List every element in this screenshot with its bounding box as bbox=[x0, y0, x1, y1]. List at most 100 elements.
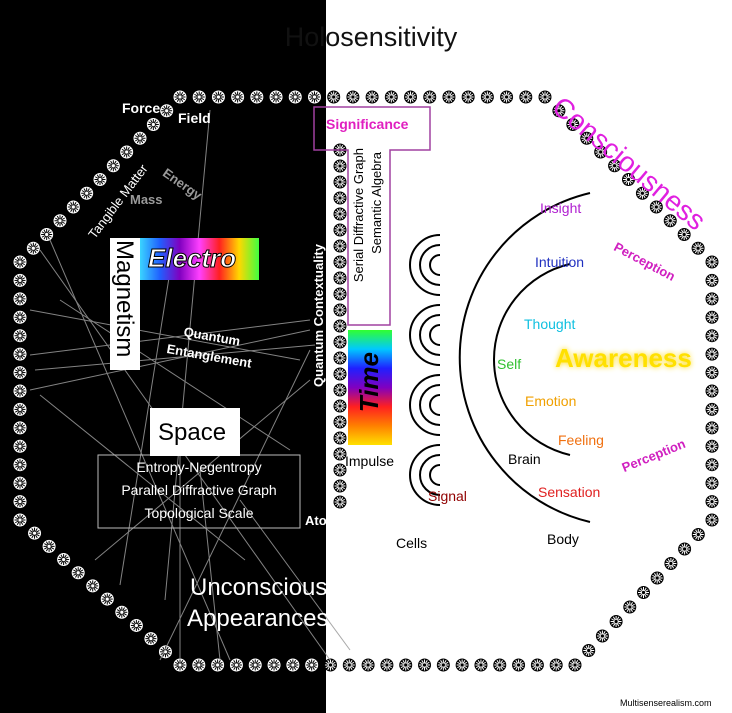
connection-line bbox=[94, 379, 311, 561]
octagon-symbol bbox=[580, 131, 594, 145]
octagon-symbol bbox=[333, 367, 347, 381]
octagon-symbol bbox=[678, 542, 692, 556]
octagon-symbol bbox=[594, 145, 608, 159]
octagon-symbol bbox=[664, 557, 678, 570]
octagon-symbol bbox=[13, 458, 27, 472]
octagon-symbol bbox=[13, 402, 27, 416]
self-label: Self bbox=[497, 356, 522, 372]
connection-line bbox=[59, 299, 291, 451]
octagon-symbol bbox=[53, 214, 67, 228]
octagon-symbol bbox=[622, 173, 635, 186]
octagon-symbol bbox=[399, 658, 413, 672]
significance-outline bbox=[313, 106, 431, 326]
octagon-symbol bbox=[288, 90, 302, 104]
octagon-symbol bbox=[333, 447, 347, 461]
octagon-symbol bbox=[436, 658, 450, 672]
connection-line bbox=[34, 344, 316, 371]
octagon-symbol bbox=[327, 90, 341, 104]
connection-line bbox=[199, 469, 221, 661]
octagon-symbol bbox=[418, 658, 432, 672]
octagon-symbol bbox=[705, 292, 719, 306]
octagon-symbol bbox=[229, 658, 243, 672]
body-label: Body bbox=[547, 531, 579, 547]
significance-label: Significance bbox=[326, 116, 409, 132]
octagon-symbol bbox=[333, 479, 347, 493]
octagon-symbol bbox=[211, 658, 225, 672]
magnetism-box bbox=[110, 238, 140, 370]
octagon-symbol bbox=[13, 273, 27, 287]
body-arc bbox=[458, 192, 591, 523]
octagon-symbol bbox=[26, 241, 40, 255]
field-label: Field bbox=[178, 110, 211, 126]
octagon-symbol bbox=[86, 579, 100, 593]
octagon-symbol bbox=[650, 571, 664, 585]
connection-line bbox=[29, 319, 311, 356]
octagon-symbol bbox=[705, 310, 719, 324]
octagon-symbol bbox=[455, 658, 469, 672]
impulse-label: Impulse bbox=[345, 453, 395, 469]
octagon-symbol bbox=[380, 658, 394, 672]
octagon-symbol bbox=[637, 586, 650, 599]
octagon-symbol bbox=[333, 383, 347, 397]
octagon-symbol bbox=[365, 90, 379, 104]
octagon-symbol bbox=[512, 658, 526, 672]
octagon-symbol bbox=[13, 495, 27, 509]
octagon-symbol bbox=[13, 476, 27, 490]
octagon-symbol bbox=[461, 90, 475, 104]
octagon-symbol bbox=[691, 528, 705, 541]
credit-label: Multisenserealism.com bbox=[620, 698, 712, 708]
octagon-symbol bbox=[480, 90, 494, 104]
octagon-symbol bbox=[333, 255, 347, 269]
octagon-symbol bbox=[333, 351, 347, 365]
octagon-symbol bbox=[323, 658, 337, 672]
octagon-symbol bbox=[566, 118, 580, 131]
octagon-symbol bbox=[705, 513, 719, 527]
force-label: Force bbox=[122, 100, 161, 116]
octagon-symbol bbox=[649, 200, 663, 214]
octagon-symbol bbox=[42, 539, 56, 553]
cell-arc bbox=[429, 254, 441, 276]
octagon-symbol bbox=[13, 255, 27, 269]
octagon-symbol bbox=[609, 615, 623, 628]
octagon-symbol bbox=[705, 384, 719, 398]
octagon-symbol bbox=[361, 658, 375, 672]
octagon-symbol bbox=[13, 329, 27, 343]
octagon-symbol bbox=[705, 458, 719, 472]
octagon-symbol bbox=[549, 658, 563, 672]
octagon-symbol bbox=[133, 131, 147, 145]
time-label: Time bbox=[354, 352, 384, 413]
emotion-label: Emotion bbox=[525, 393, 577, 409]
octagon-symbol bbox=[582, 644, 596, 657]
octagon-symbol bbox=[595, 629, 609, 643]
octagon-symbol bbox=[623, 600, 637, 614]
octagon-symbol bbox=[13, 513, 27, 527]
brain-label: Brain bbox=[508, 451, 541, 467]
octagon-symbol bbox=[333, 175, 347, 189]
octagon-symbol bbox=[120, 145, 134, 159]
octagon-symbol bbox=[129, 618, 143, 632]
octagon-symbol bbox=[493, 658, 507, 672]
octagon-symbol bbox=[93, 173, 107, 186]
thought-label: Thought bbox=[524, 316, 576, 332]
octagon-symbol bbox=[146, 118, 160, 131]
octagon-symbol bbox=[106, 159, 120, 173]
octagon-symbol bbox=[333, 399, 347, 413]
octagon-border bbox=[13, 90, 719, 672]
octagon-symbol bbox=[333, 159, 347, 173]
octagon-symbol bbox=[568, 658, 582, 672]
octagon-symbol bbox=[705, 421, 719, 435]
octagon-symbol bbox=[173, 90, 187, 104]
octagon-symbol bbox=[423, 90, 437, 104]
space-box bbox=[150, 408, 240, 456]
octagon-symbol bbox=[384, 90, 398, 104]
octagon-symbol bbox=[158, 645, 172, 659]
octagon-symbol bbox=[307, 90, 321, 104]
octagon-symbol bbox=[474, 658, 488, 672]
octagon-symbol bbox=[608, 159, 622, 173]
octagon-symbol bbox=[40, 228, 54, 241]
octagon-symbol bbox=[192, 658, 206, 672]
octagon-symbol bbox=[705, 476, 719, 490]
octagon-symbol bbox=[691, 241, 705, 255]
cell-arcs bbox=[409, 234, 441, 506]
